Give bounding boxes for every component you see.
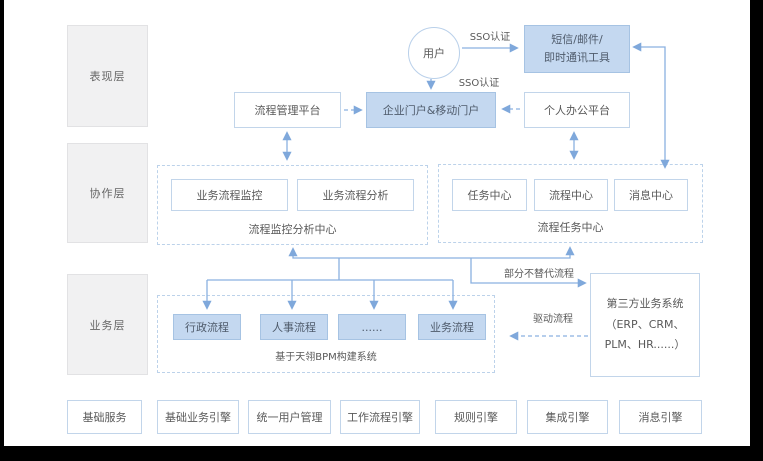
third-party-system-box: 第三方业务系统 （ERP、CRM、 PLM、HR......） <box>590 273 700 377</box>
sso-label-top: SSO认证 <box>469 32 511 43</box>
business-process-text: 业务流程 <box>430 321 474 334</box>
monitor-analysis-center-container: 流程监控分析中心 <box>157 165 428 245</box>
messaging-tools-box: 短信/邮件/ 即时通讯工具 <box>524 25 630 73</box>
monitor-analysis-center-title: 流程监控分析中心 <box>248 223 337 236</box>
admin-process-text: 行政流程 <box>185 321 229 334</box>
process-center-text: 流程中心 <box>549 189 593 202</box>
process-task-center-container: 流程任务中心 <box>438 164 703 243</box>
ellipsis-process-box: ...... <box>338 314 406 340</box>
hr-process-text: 人事流程 <box>272 321 316 334</box>
frame-right <box>750 0 763 461</box>
task-center-box: 任务中心 <box>452 179 527 211</box>
rule-engine-box: 规则引擎 <box>435 400 517 434</box>
third-party-line3: PLM、HR......） <box>604 338 686 352</box>
frame-bottom <box>0 446 763 461</box>
messaging-tools-line1: 短信/邮件/ <box>551 32 603 46</box>
frame-left <box>0 0 4 461</box>
business-process-monitor-text: 业务流程监控 <box>196 189 263 202</box>
foundation-service-text: 基础服务 <box>82 411 127 424</box>
message-center-text: 消息中心 <box>629 189 673 202</box>
unified-user-mgmt-text: 统一用户管理 <box>256 411 323 424</box>
bpm-system-title: 基于天翎BPM构建系统 <box>275 352 377 363</box>
layer-label-business-text: 业务层 <box>89 318 126 332</box>
enterprise-portal-text: 企业门户&移动门户 <box>382 104 480 117</box>
enterprise-portal-box: 企业门户&移动门户 <box>366 92 496 128</box>
user-circle: 用户 <box>408 27 460 79</box>
hr-process-box: 人事流程 <box>260 314 328 340</box>
message-engine-text: 消息引擎 <box>638 411 683 424</box>
personal-office-box: 个人办公平台 <box>524 92 630 128</box>
messaging-tools-line2: 即时通讯工具 <box>544 51 610 64</box>
process-center-box: 流程中心 <box>534 179 608 211</box>
message-engine-box: 消息引擎 <box>619 400 702 434</box>
task-center-text: 任务中心 <box>467 189 512 202</box>
user-circle-text: 用户 <box>423 47 445 60</box>
process-task-center-title: 流程任务中心 <box>537 221 604 234</box>
workflow-engine-text: 工作流程引擎 <box>347 411 413 424</box>
process-mgmt-platform-text: 流程管理平台 <box>254 104 321 117</box>
layer-label-business: 业务层 <box>67 274 148 375</box>
third-party-line2: （ERP、CRM、 <box>605 317 685 331</box>
process-mgmt-platform-box: 流程管理平台 <box>234 92 341 128</box>
layer-label-collaboration-text: 协作层 <box>89 187 126 200</box>
admin-process-box: 行政流程 <box>173 314 241 340</box>
bpm-system-container: 基于天翎BPM构建系统 <box>157 295 495 373</box>
ellipsis-process-text: ...... <box>361 320 383 334</box>
sso-label-bottom: SSO认证 <box>458 78 500 89</box>
drive-flow-label: 驱动流程 <box>533 314 573 325</box>
workflow-engine-box: 工作流程引擎 <box>340 400 420 434</box>
foundation-service-box: 基础服务 <box>67 400 142 434</box>
message-center-box: 消息中心 <box>614 179 688 211</box>
rule-engine-text: 规则引擎 <box>454 411 498 424</box>
business-process-monitor-box: 业务流程监控 <box>171 179 288 211</box>
layer-label-presentation-text: 表现层 <box>89 70 126 83</box>
business-process-analysis-text: 业务流程分析 <box>322 189 389 202</box>
business-process-analysis-box: 业务流程分析 <box>297 179 414 211</box>
layer-label-collaboration: 协作层 <box>67 143 148 243</box>
business-process-box: 业务流程 <box>418 314 486 340</box>
third-party-line1: 第三方业务系统 <box>606 296 684 310</box>
partial-flow-label: 部分不替代流程 <box>504 269 574 280</box>
integration-engine-box: 集成引擎 <box>527 400 608 434</box>
unified-user-mgmt-box: 统一用户管理 <box>248 400 331 434</box>
personal-office-text: 个人办公平台 <box>544 104 610 117</box>
basic-business-engine-box: 基础业务引擎 <box>157 400 239 434</box>
integration-engine-text: 集成引擎 <box>545 411 590 424</box>
basic-business-engine-text: 基础业务引擎 <box>165 411 231 424</box>
layer-label-presentation: 表现层 <box>67 25 148 127</box>
